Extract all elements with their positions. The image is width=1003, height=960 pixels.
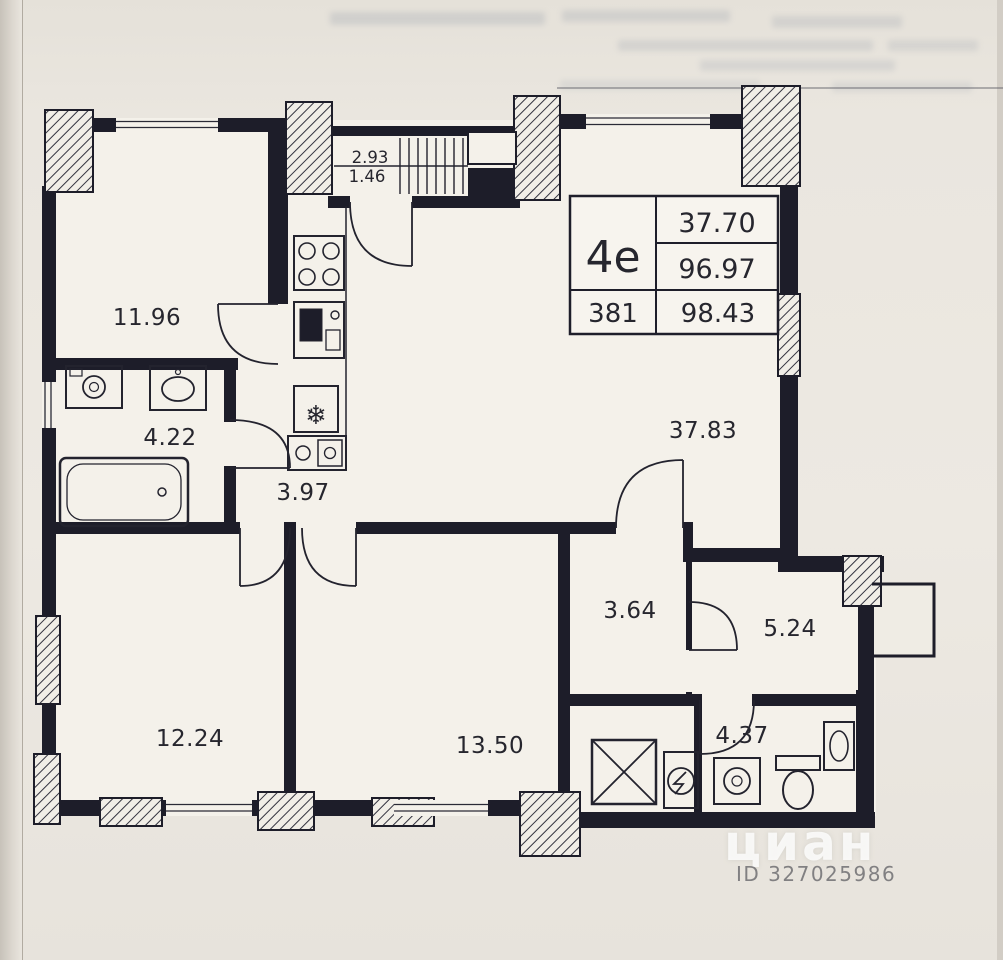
ventilation-shaft-icon [590, 738, 658, 806]
room-label-hallway: 3.97 [276, 480, 329, 506]
room-labels: 11.96 4.22 3.97 37.83 3.64 5.24 12.24 13… [113, 148, 816, 759]
toilet-icon [775, 755, 821, 810]
stair-label-b: 1.46 [349, 167, 386, 186]
room-label-corridor: 3.64 [603, 598, 656, 624]
washing-machine-icon [713, 757, 761, 805]
dishwasher-icon [287, 435, 347, 471]
listing-id-watermark: ID 327025986 [736, 862, 897, 886]
balcony-outline [872, 582, 936, 658]
staircase [334, 138, 468, 194]
bleed-through-text [700, 60, 895, 71]
fridge-icon [293, 385, 339, 433]
room-label-bottom-left: 12.24 [156, 726, 224, 752]
room-label-bathroom-top: 4.22 [143, 425, 196, 451]
kitchen-sink-icon [293, 301, 345, 359]
living-space-value: 37.70 [678, 208, 755, 239]
windows [42, 114, 710, 816]
bathtub-icon [58, 456, 190, 528]
room-label-bottom-middle: 13.50 [456, 733, 524, 759]
bleed-through-text [888, 40, 978, 51]
bleed-through-text [832, 82, 972, 92]
floor-areas [50, 120, 934, 816]
fixtures [58, 206, 855, 810]
stair-label-a: 2.93 [352, 148, 389, 167]
apartment-number-value: 381 [588, 299, 638, 329]
door-swings [217, 201, 755, 755]
plan-type-label: 4е [585, 232, 640, 283]
bleed-through-text [560, 80, 760, 90]
paper-left-edge [0, 0, 23, 960]
room-label-entry-hall: 5.24 [763, 616, 816, 642]
sink-icon [149, 365, 207, 411]
fridge-snowflake-icon: ❄ [305, 401, 327, 431]
bleed-through-text [618, 40, 873, 51]
paper-right-edge [997, 0, 1003, 960]
apartment-info-table: 4е 37.70 96.97 381 98.43 [568, 194, 780, 336]
bleed-through-text [330, 12, 545, 25]
room-label-bathroom-bottom: 4.37 [715, 723, 768, 749]
sink-icon [823, 721, 855, 771]
bleed-through-text [562, 10, 730, 22]
electric-panel-icon [663, 751, 699, 809]
structural-columns [33, 85, 882, 857]
room-label-top-left: 11.96 [113, 305, 181, 331]
bleed-through-text [772, 16, 902, 28]
total-area-value: 98.43 [681, 299, 755, 329]
cian-watermark-logo: циан [724, 814, 877, 872]
apartment-area-value: 96.97 [678, 254, 755, 285]
washing-machine-icon [65, 365, 123, 409]
stove-icon [293, 235, 345, 291]
room-label-living: 37.83 [669, 418, 737, 444]
